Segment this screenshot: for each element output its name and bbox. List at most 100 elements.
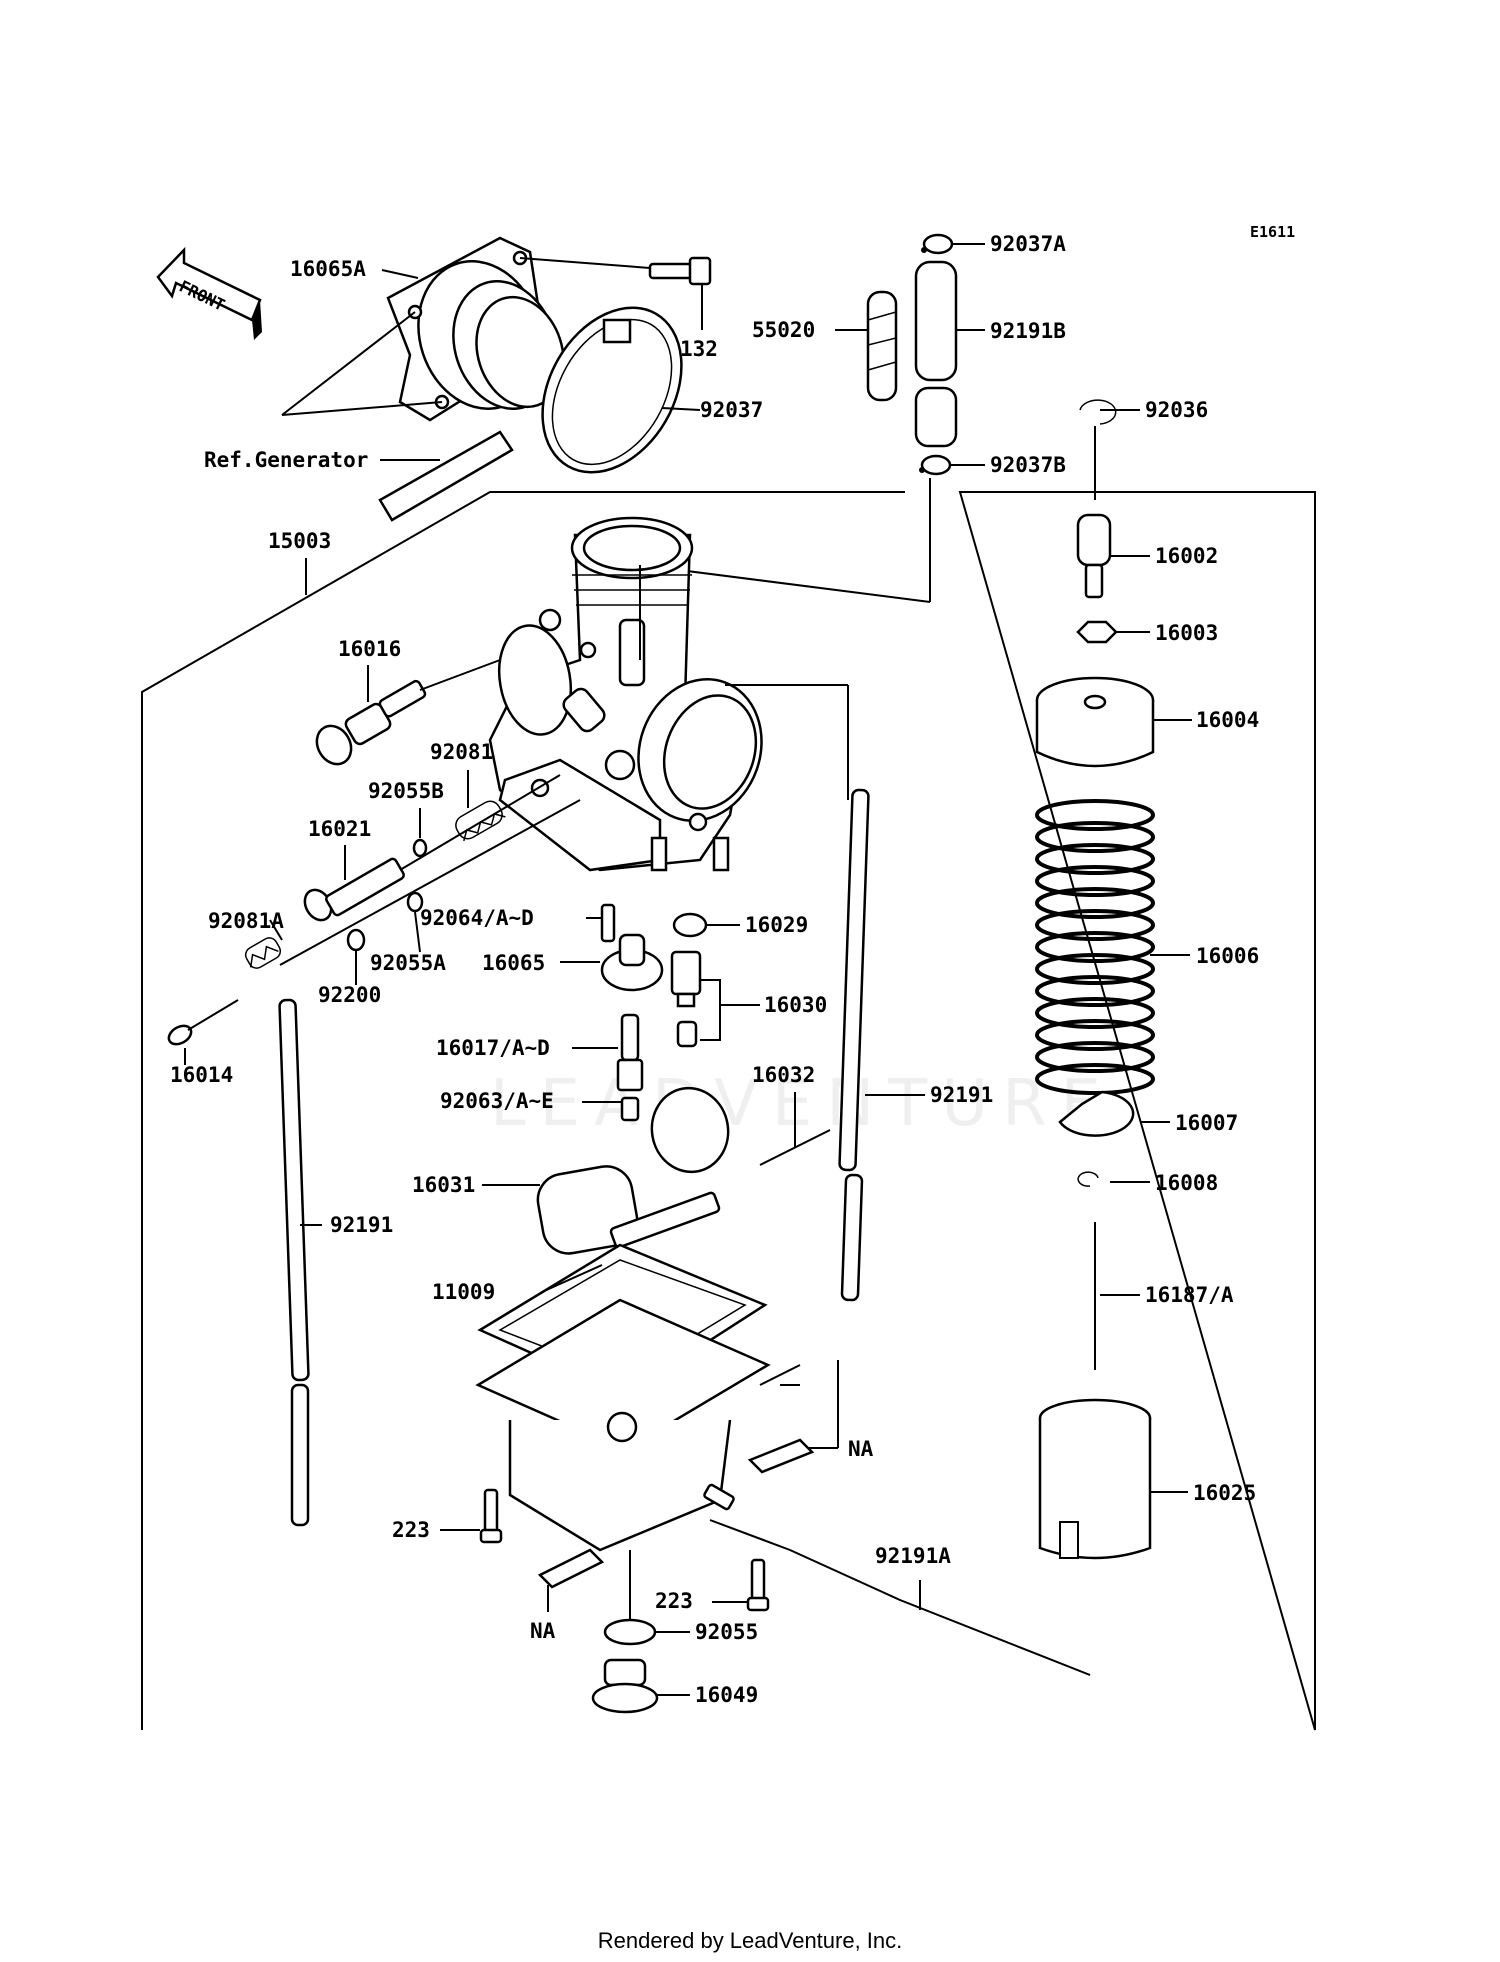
spring-16006-part	[1035, 799, 1155, 1095]
label-92037: 92037	[700, 398, 763, 422]
label-92055: 92055	[695, 1620, 758, 1644]
label-11009: 11009	[432, 1280, 495, 1304]
throttle-valve-16025-part	[1038, 1398, 1152, 1560]
label-16065: 16065	[482, 951, 545, 975]
label-92191-left: 92191	[330, 1213, 393, 1237]
intake-holder-part	[386, 236, 565, 422]
label-92055B: 92055B	[368, 779, 444, 803]
label-16007: 16007	[1175, 1111, 1238, 1135]
clip-16008-part	[1077, 1171, 1099, 1187]
spring-coil	[1035, 953, 1155, 985]
washer-16029-part	[672, 912, 708, 938]
label-92037A: 92037A	[990, 232, 1066, 256]
oring-92055B-part	[412, 838, 428, 858]
sleeve-55020-part	[866, 290, 898, 402]
spring-coil	[1035, 1041, 1155, 1073]
carburetor-body-part	[488, 516, 763, 872]
label-15003: 15003	[268, 529, 331, 553]
label-16032: 16032	[752, 1063, 815, 1087]
throttle-screw-16016-part	[315, 679, 427, 766]
label-16065A: 16065A	[290, 257, 366, 281]
main-jet-92063-part	[620, 1096, 640, 1122]
spring-coil	[1035, 821, 1155, 853]
label-92064AD: 92064/A~D	[420, 906, 534, 930]
needle-jet-holder-16065-part	[600, 933, 664, 992]
spring-coil	[1035, 909, 1155, 941]
label-16029: 16029	[745, 913, 808, 937]
jet-16030-part	[670, 950, 702, 1048]
label-92191-top: 92191	[930, 1083, 993, 1107]
needle-jet-16017-part	[616, 1013, 644, 1092]
front-arrow-icon: FRONT	[156, 246, 262, 340]
spring-coil	[1035, 997, 1155, 1029]
cap-92037A-part	[921, 233, 954, 255]
label-16049: 16049	[695, 1683, 758, 1707]
label-16006: 16006	[1196, 944, 1259, 968]
spring-coil	[1035, 975, 1155, 1007]
label-16187A: 16187/A	[1145, 1283, 1234, 1307]
label-16003: 16003	[1155, 621, 1218, 645]
oring-92055A-part	[406, 891, 424, 913]
label-92191B: 92191B	[990, 319, 1066, 343]
spring-coil	[1035, 843, 1155, 875]
spring-92081-part	[455, 800, 506, 842]
spring-coil	[1035, 865, 1155, 897]
spring-coil	[1035, 799, 1155, 831]
screw-223a-part	[479, 1488, 503, 1544]
label-16016: 16016	[338, 637, 401, 661]
tube-92191B-part	[914, 260, 958, 448]
nut-16003-part	[1076, 620, 1118, 644]
label-92055A: 92055A	[370, 951, 446, 975]
label-16031: 16031	[412, 1173, 475, 1197]
float-bowl-part	[475, 1298, 771, 1552]
label-92081: 92081	[430, 740, 493, 764]
spring-coil	[1035, 887, 1155, 919]
label-16017AD: 16017/A~D	[436, 1036, 550, 1060]
screw-223b-part	[746, 1558, 770, 1612]
cap-16004-part	[1035, 676, 1155, 768]
label-92191A: 92191A	[875, 1544, 951, 1568]
pilot-screw-16021-part	[303, 857, 405, 922]
label-92063AE: 92063/A~E	[440, 1089, 554, 1113]
washer-92200-part	[346, 928, 366, 952]
float-16031-part	[536, 1086, 730, 1255]
diagram-code: E1611	[1250, 223, 1295, 241]
spring-coil	[1035, 1063, 1155, 1095]
spring-92081A-part	[244, 937, 282, 969]
label-16025: 16025	[1193, 1481, 1256, 1505]
label-16014: 16014	[170, 1063, 233, 1087]
label-92036: 92036	[1145, 398, 1208, 422]
clip-92036-part	[1079, 399, 1117, 425]
label-132: 132	[680, 337, 718, 361]
screw-16014-part	[167, 999, 239, 1046]
label-16021: 16021	[308, 817, 371, 841]
spring-coil	[1035, 1019, 1155, 1051]
label-na-left: NA	[530, 1619, 556, 1643]
clamp-92037-part	[541, 306, 683, 474]
tube-92191-right-part	[838, 788, 870, 1302]
assembly-frame	[141, 491, 1316, 1731]
label-55020: 55020	[752, 318, 815, 342]
adjuster-16002-part	[1076, 513, 1112, 599]
bracket-na-right-part	[747, 1438, 815, 1474]
label-92081A: 92081A	[208, 909, 284, 933]
label-223a: 223	[392, 1518, 430, 1542]
label-16004: 16004	[1196, 708, 1259, 732]
bracket-na-left-part	[537, 1548, 605, 1589]
footer-credit: Rendered by LeadVenture, Inc.	[597, 1928, 903, 1953]
cap-92037B-part	[919, 454, 952, 476]
label-16002: 16002	[1155, 544, 1218, 568]
drain-plug-16049-part	[591, 1658, 659, 1714]
hose-92191A-part	[789, 1549, 1091, 1676]
label-92037B: 92037B	[990, 453, 1066, 477]
spring-coil	[1035, 931, 1155, 963]
label-16030: 16030	[764, 993, 827, 1017]
generator-strip-part	[378, 430, 514, 522]
label-na-right: NA	[848, 1437, 874, 1461]
jet-92064-part	[600, 903, 616, 943]
tube-92191-left-part	[278, 998, 310, 1527]
oring-92055-part	[603, 1618, 657, 1646]
label-92200: 92200	[318, 983, 381, 1007]
label-223b: 223	[655, 1589, 693, 1613]
